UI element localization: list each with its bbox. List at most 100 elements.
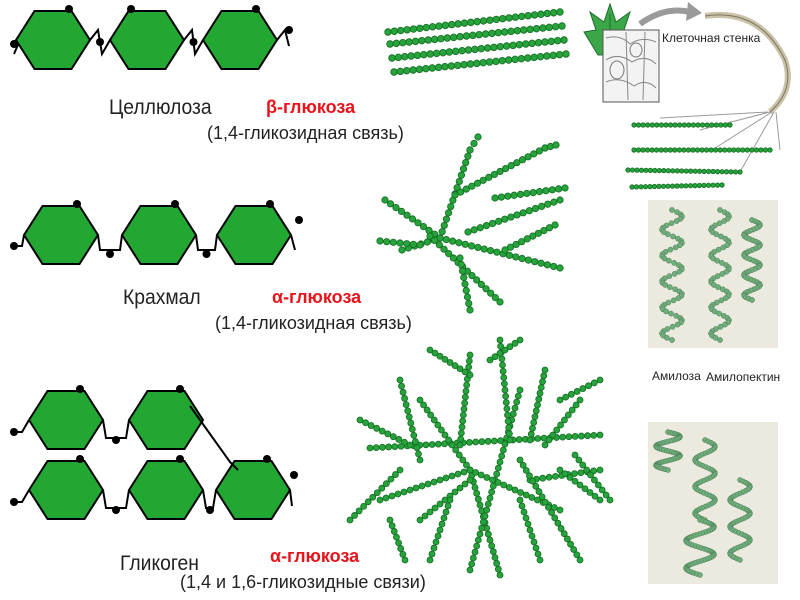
glucose-bead	[652, 167, 658, 174]
glucose-bead	[585, 382, 592, 390]
glucose-bead	[449, 237, 457, 245]
glucose-bead	[549, 51, 557, 60]
glucose-bead	[396, 376, 404, 384]
glucose-bead	[376, 496, 384, 504]
glucose-bead	[485, 173, 493, 181]
glucose-bead	[555, 50, 564, 59]
starch-bond-type: (1,4-гликозидная связь)	[215, 313, 412, 333]
glucose-bead	[672, 122, 678, 128]
glucose-bead	[568, 390, 575, 398]
glucose-bead	[434, 63, 443, 72]
glucose-bead	[701, 168, 707, 174]
glucose-bead	[413, 51, 422, 60]
glucose-bead	[466, 351, 474, 359]
helix-bead	[737, 557, 743, 563]
glucose-bead	[510, 191, 518, 199]
glucose-bead	[596, 376, 604, 384]
glucose-bead	[486, 494, 494, 502]
helix-bead	[664, 334, 670, 341]
glucose-bead	[479, 176, 487, 184]
amylose-label: Амилоза	[652, 369, 701, 383]
glucose-bead	[710, 182, 716, 188]
glucose-bead	[534, 229, 542, 237]
hydroxyl-dot	[176, 385, 184, 393]
glucose-bead	[709, 122, 715, 128]
glucose-bead	[644, 147, 651, 153]
glucose-bead	[441, 21, 450, 30]
glucose-bead	[583, 466, 591, 474]
glucose-bead	[454, 20, 462, 28]
glucose-bead	[504, 56, 513, 64]
glucose-bead	[552, 472, 559, 480]
helix-bead	[667, 284, 673, 290]
glucose-bead	[438, 228, 446, 236]
starch-structural-formula	[10, 200, 303, 265]
glycogen-structural-formula	[10, 385, 298, 520]
glucose-bead	[466, 371, 474, 379]
glucose-bead	[523, 189, 531, 198]
glucose-bead	[470, 226, 478, 234]
glucose-bead	[576, 481, 584, 489]
glucose-bead	[706, 168, 712, 175]
glucose-bead	[407, 419, 415, 427]
glucose-bead	[699, 122, 706, 128]
glucose-bead	[516, 386, 524, 394]
glucose-bead	[708, 147, 714, 153]
glucose-bead	[501, 346, 509, 354]
glucose-bead	[728, 169, 734, 175]
glucose-bead	[505, 14, 513, 22]
glucose-bead	[474, 536, 482, 544]
glucose-bead	[455, 239, 463, 247]
glucose-bead	[557, 421, 564, 429]
glucose-bead	[518, 12, 526, 21]
glucose-bead	[740, 147, 746, 153]
glucose-bead	[457, 260, 465, 269]
glucose-bead	[511, 404, 519, 412]
glucose-bead	[631, 147, 637, 153]
glucose-bead	[442, 215, 451, 223]
glucose-bead	[416, 396, 424, 404]
glucose-bead	[676, 147, 682, 153]
glucose-bead	[466, 466, 474, 474]
glucose-bead	[452, 47, 460, 56]
glucose-bead	[527, 430, 535, 438]
glucose-bead	[467, 18, 475, 27]
glucose-bead	[703, 147, 710, 153]
glucose-bead	[506, 343, 514, 351]
glucose-bead	[483, 474, 491, 481]
glucose-bead	[647, 167, 654, 173]
glucose-bead	[378, 484, 386, 492]
glucose-bead	[463, 293, 472, 301]
glucose-bead	[468, 271, 476, 280]
glucose-bead	[522, 491, 530, 499]
glucose-bead	[528, 494, 536, 501]
glucose-bead	[718, 122, 724, 128]
glucose-bead	[522, 514, 530, 522]
glucose-bead	[564, 411, 572, 419]
glucose-bead	[397, 26, 405, 35]
glucose-bead	[576, 556, 584, 564]
glucose-bead	[575, 456, 583, 464]
glucose-bead	[460, 468, 468, 476]
glucose-bead	[484, 500, 492, 508]
hydroxyl-dot	[106, 250, 114, 258]
glucose-bead	[649, 122, 655, 128]
glucose-bead	[532, 544, 540, 552]
glucose-bead	[466, 146, 474, 154]
glucose-bead	[513, 159, 521, 167]
helix-bead	[717, 323, 724, 330]
glucose-bead	[667, 147, 673, 153]
glucose-bead	[651, 183, 658, 190]
glucose-bead	[663, 147, 669, 153]
glucose-bead	[531, 258, 539, 266]
glucose-bead	[469, 554, 477, 562]
amylopectin-branched-helix	[708, 207, 763, 343]
glucose-bead	[688, 168, 694, 174]
glucose-bead	[494, 565, 502, 573]
glucose-bead	[396, 239, 404, 247]
glucose-bead	[448, 20, 456, 29]
helix-bead	[671, 271, 678, 277]
glucose-bead	[502, 392, 510, 400]
glucose-bead	[542, 187, 550, 195]
glucose-bead	[436, 476, 444, 484]
